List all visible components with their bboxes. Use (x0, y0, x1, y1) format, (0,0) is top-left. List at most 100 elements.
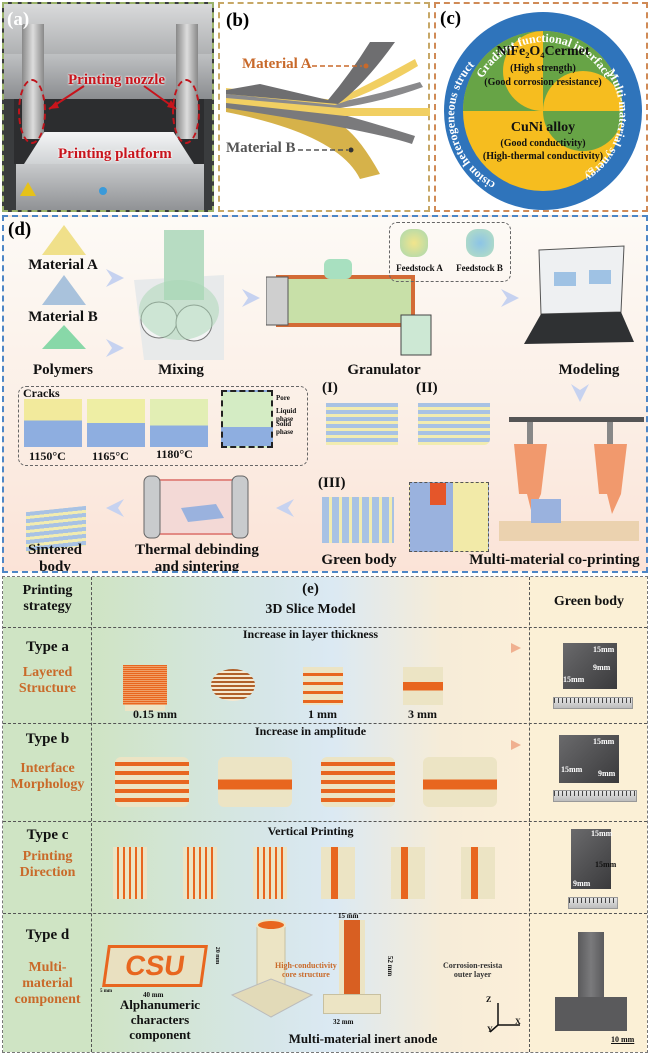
amplitude-sample-1 (115, 757, 189, 807)
axis-y: Y (487, 1025, 493, 1034)
arrow-right-icon (499, 287, 521, 309)
input-polymers: Polymers (33, 362, 93, 378)
zoom-stripes-inset (211, 669, 255, 701)
vertical-sample-5 (391, 847, 425, 899)
cracks-label: Cracks (23, 386, 60, 400)
type-c-label: Type c (26, 827, 69, 843)
furnace-illustration (143, 475, 249, 539)
vertical-sample-2 (183, 847, 217, 899)
powder-piles (42, 225, 86, 349)
anode-base (323, 994, 381, 1014)
anode-photo-base (555, 997, 627, 1031)
nozzle-extrusion-icon (430, 483, 446, 505)
feedstock-inset: Feedstock A Feedstock B (389, 222, 511, 282)
printer-base (16, 164, 204, 210)
nozzle-highlight-left (18, 79, 46, 144)
polymer-powder-icon (42, 325, 86, 349)
panel-a-label: (a) (7, 9, 30, 30)
panel-b-label: (b) (226, 10, 250, 31)
sample-0-15mm-block (123, 665, 167, 705)
input-material-b: Material B (28, 309, 98, 325)
xyz-axes-icon (489, 1003, 520, 1033)
temp-1150: 1150°C (29, 449, 66, 463)
ruler (568, 897, 618, 909)
green-body-type-ii: (II) (416, 380, 438, 396)
step-modeling: Modeling (558, 362, 620, 378)
dim-c-1: 15mm (591, 829, 613, 838)
nozzle-arrows (48, 85, 177, 110)
micrograph-1150 (24, 399, 82, 447)
panel-e-printing-strategies: Printing strategy (e) 3D Slice Model Gre… (2, 576, 648, 1053)
panel-c-material-concept: Gradient functional interface Multi-mate… (434, 2, 648, 212)
anode-caption: Multi-material inert anode (288, 1031, 438, 1046)
trend-arrow-a (103, 643, 521, 653)
type-d-label: Type d (25, 927, 70, 943)
green-body-type-iii: (III) (318, 475, 346, 491)
type-c-trend: Vertical Printing (267, 824, 354, 838)
warning-icon (20, 182, 36, 196)
dim-b-2: 15mm (561, 765, 583, 774)
sample-label-3: 3 mm (408, 707, 437, 721)
amplitude-sample-3 (321, 757, 395, 807)
vertical-sample-3 (253, 847, 287, 899)
vertical-sample-6 (461, 847, 495, 899)
anode-cross-section (323, 920, 381, 1016)
header-strategy: Printing strategy (22, 583, 73, 615)
type-b-trend: Increase in amplitude (254, 724, 367, 738)
dim-a-3: 9mm (593, 663, 611, 672)
vertical-sample-1 (113, 847, 147, 899)
csu-text: CSU (123, 950, 187, 981)
anode-dim-height: 52 mm (386, 955, 395, 977)
header-slice-model: 3D Slice Model (265, 602, 356, 617)
cermet-title: NiFe₂O₄Cermet (496, 44, 590, 59)
axis-z: Z (486, 995, 492, 1004)
panel-d-process-flow: (d) Material A Material B Polymers Mixin… (2, 215, 648, 573)
feedstock-a-label: Feedstock A (396, 263, 443, 273)
dim-b-1: 15mm (593, 737, 615, 746)
feedstock-a-icon (400, 229, 428, 257)
csu-caption: Alphanumeric characters component (119, 997, 201, 1042)
nozzle-label: Printing nozzle (68, 72, 166, 88)
cermet-block: NiFe₂O₄Cermet (High strength) (Good corr… (436, 44, 650, 88)
vertical-sample-4 (321, 847, 355, 899)
material-b-powder-icon (42, 275, 86, 305)
row-divider (3, 913, 647, 914)
panel-a-printer-photo: Printing nozzle Printing platform (a) (2, 2, 214, 212)
co-printing-nozzles (499, 417, 644, 541)
type-b-name: Interface Morphology (10, 761, 85, 793)
dim-a-1: 15mm (593, 645, 615, 654)
arrow-right-icon (240, 287, 262, 309)
type-c-name: Printing Direction (19, 849, 76, 881)
amplitude-sample-4 (423, 757, 497, 807)
pore-label: Pore (276, 394, 290, 402)
micrograph-1165 (87, 399, 145, 447)
mixer-illustration (134, 230, 224, 360)
type-b-label: Type b (25, 731, 70, 747)
csu-dim-thickness: 5 mm (100, 989, 113, 994)
green-body-i-block (326, 403, 398, 445)
ruler (553, 790, 637, 802)
printing-platform (24, 132, 194, 164)
arrow-left-icon (274, 497, 296, 519)
material-a-label: Material A (242, 56, 312, 72)
green-body-photo-a (563, 643, 617, 689)
type-a-name: Layered Structure (18, 665, 77, 697)
brand-logo-icon (99, 187, 107, 195)
type-a-label: Type a (26, 639, 69, 655)
cermet-prop: (High strength) (510, 63, 576, 74)
row-divider (3, 723, 647, 724)
temp-1180: 1180°C (156, 447, 193, 461)
green-body-iii-block (322, 497, 394, 543)
panel-c-label: (c) (440, 8, 462, 29)
phase-zoom-box (221, 390, 273, 448)
anode-3d-model (230, 919, 314, 1018)
material-b-label: Material B (226, 140, 296, 156)
alloy-title: CuNi alloy (510, 120, 576, 135)
platform-label: Printing platform (58, 146, 172, 162)
row-divider (3, 627, 647, 628)
ruler (553, 697, 633, 709)
outer-layer-label: Corrosion-resista outer layer (443, 961, 503, 980)
dim-a-2: 15mm (563, 675, 585, 684)
anode-dim-top: 15 mm (338, 912, 359, 920)
csu-dim-height: 20 mm (214, 946, 221, 965)
